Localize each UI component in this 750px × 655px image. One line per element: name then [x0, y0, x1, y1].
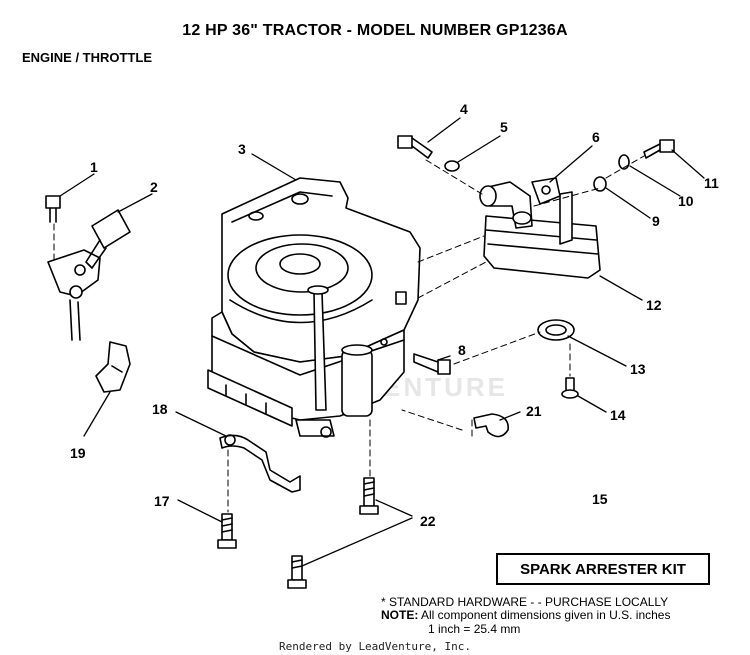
screw-1	[45, 195, 61, 223]
notes-block: * STANDARD HARDWARE - - PURCHASE LOCALLY…	[381, 596, 670, 622]
callout-10: 10	[678, 193, 694, 209]
muffler	[479, 177, 601, 279]
callout-18: 18	[152, 401, 168, 417]
callout-11: 11	[704, 175, 719, 191]
dimension-note: NOTE: All component dimensions given in …	[381, 609, 670, 622]
bolt-22b	[287, 555, 307, 589]
callout-5: 5	[500, 119, 508, 135]
callout-6: 6	[592, 129, 600, 145]
callout-12: 12	[646, 297, 662, 313]
clip-19	[95, 341, 131, 393]
spark-arrester-screen	[537, 319, 575, 341]
fuel-line-18	[219, 434, 301, 493]
callout-8: 8	[458, 342, 466, 358]
callout-17: 17	[154, 493, 170, 509]
bolt-11	[643, 139, 675, 159]
page-title: 12 HP 36" TRACTOR - MODEL NUMBER GP1236A	[182, 22, 568, 39]
washer-10	[618, 154, 630, 170]
clamp-21	[473, 413, 509, 438]
screw-14	[561, 377, 579, 399]
callout-4: 4	[460, 101, 468, 117]
bolt-17	[217, 513, 237, 549]
note-text: All component dimensions given in U.S. i…	[421, 608, 671, 622]
footer-credit: Rendered by LeadVenture, Inc.	[278, 640, 472, 653]
callout-14: 14	[610, 407, 626, 423]
callout-21: 21	[526, 403, 542, 419]
inch-conversion: 1 inch = 25.4 mm	[428, 622, 521, 636]
callout-22: 22	[420, 513, 436, 529]
section-subtitle: ENGINE / THROTTLE	[22, 50, 152, 65]
callout-13: 13	[630, 361, 646, 377]
callout-1: 1	[90, 159, 98, 175]
bolt-8	[413, 353, 451, 375]
callout-3: 3	[238, 141, 246, 157]
callout-2: 2	[150, 179, 158, 195]
note-label: NOTE:	[381, 608, 419, 622]
bolt-22a	[359, 477, 379, 515]
callout-numbers: 1 2 3 4 5 6 8 9 10 11 12 13 14 15 17 18 …	[70, 101, 719, 529]
spark-arrester-kit-label: SPARK ARRESTER KIT	[496, 553, 710, 585]
engine	[207, 177, 421, 438]
callout-9: 9	[652, 213, 660, 229]
standard-hardware-note: * STANDARD HARDWARE - - PURCHASE LOCALLY	[381, 595, 669, 609]
callout-19: 19	[70, 445, 86, 461]
bolt-4	[397, 135, 433, 159]
callout-15: 15	[592, 491, 608, 507]
leader-lines	[59, 117, 705, 567]
throttle-control-2	[47, 209, 131, 341]
washer-9	[593, 176, 607, 192]
washer-5	[444, 160, 460, 172]
assembly-lines	[53, 155, 645, 513]
